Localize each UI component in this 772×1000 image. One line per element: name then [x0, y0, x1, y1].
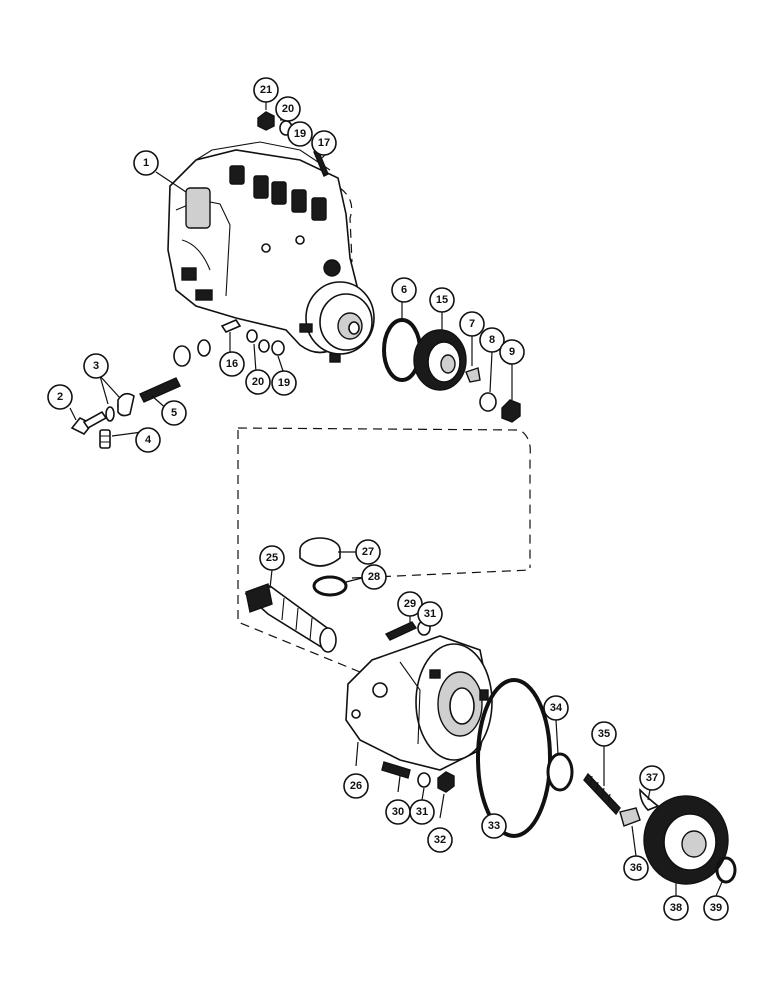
callout-4: 4 [135, 427, 161, 453]
svg-text:28: 28 [368, 571, 380, 583]
nut-32 [437, 771, 455, 793]
fittings-group [70, 339, 211, 449]
callout-5: 5 [161, 400, 187, 426]
callout-16: 16 [219, 351, 245, 377]
svg-text:21: 21 [260, 84, 272, 96]
key-37 [639, 788, 660, 811]
o-ring-6 [382, 318, 422, 382]
callout-31-upper: 31 [417, 601, 443, 627]
svg-text:37: 37 [646, 772, 658, 784]
gear-38 [643, 795, 729, 885]
callout-9: 9 [499, 339, 525, 365]
svg-text:20: 20 [282, 103, 294, 115]
callout-1: 1 [133, 150, 159, 176]
callout-27: 27 [355, 539, 381, 565]
washer-34 [546, 752, 574, 792]
callout-20-upper: 20 [275, 96, 301, 122]
phantom-lines [237, 187, 531, 673]
svg-text:7: 7 [469, 318, 475, 330]
svg-text:38: 38 [670, 902, 682, 914]
svg-text:3: 3 [93, 360, 99, 372]
stud-29 [384, 621, 418, 641]
callout-29: 29 [397, 591, 423, 617]
callout-35: 35 [591, 721, 617, 747]
callout-6: 6 [391, 277, 417, 303]
callout-30: 30 [385, 799, 411, 825]
svg-text:31: 31 [416, 806, 428, 818]
housing-26 [345, 635, 493, 771]
svg-text:34: 34 [550, 702, 563, 714]
stud-30 [381, 761, 411, 779]
key-7 [465, 367, 481, 383]
callout-39: 39 [703, 895, 729, 921]
callout-31-lower: 31 [409, 799, 435, 825]
svg-text:2: 2 [57, 391, 63, 403]
callout-37: 37 [639, 765, 665, 791]
callout-26: 26 [343, 773, 369, 799]
svg-text:35: 35 [598, 728, 610, 740]
svg-text:20: 20 [252, 376, 264, 388]
svg-text:31: 31 [424, 608, 436, 620]
svg-text:27: 27 [362, 546, 374, 558]
callout-19-lower: 19 [271, 370, 297, 396]
snap-ring-39 [715, 856, 737, 884]
washer-31b [417, 772, 431, 788]
drive-shaft-25 [244, 583, 337, 653]
svg-text:8: 8 [489, 334, 495, 346]
washer-8 [479, 392, 497, 412]
callout-34: 34 [543, 695, 569, 721]
washer-28 [312, 575, 348, 597]
callout-32: 32 [427, 827, 453, 853]
callout-15: 15 [429, 287, 455, 313]
callout-28: 28 [361, 564, 387, 590]
callout-19-upper: 19 [287, 121, 313, 147]
callout-36: 36 [623, 855, 649, 881]
callout-2: 2 [47, 384, 73, 410]
callout-17: 17 [311, 130, 337, 156]
svg-text:1: 1 [143, 157, 149, 169]
svg-text:36: 36 [630, 862, 642, 874]
svg-text:33: 33 [488, 820, 500, 832]
callout-33: 33 [481, 813, 507, 839]
svg-text:25: 25 [266, 552, 278, 564]
svg-text:17: 17 [318, 137, 330, 149]
callout-7: 7 [459, 311, 485, 337]
callout-8: 8 [479, 327, 505, 353]
svg-text:5: 5 [171, 407, 177, 419]
callout-25: 25 [259, 545, 285, 571]
leader-lines [69, 100, 723, 897]
svg-text:19: 19 [294, 128, 306, 140]
nut-9 [501, 399, 521, 423]
callout-20-lower: 20 [245, 369, 271, 395]
svg-text:19: 19 [278, 377, 290, 389]
svg-text:26: 26 [350, 780, 362, 792]
spring-35 [583, 772, 621, 816]
gear-15 [413, 329, 467, 391]
svg-text:15: 15 [436, 294, 448, 306]
svg-text:9: 9 [509, 346, 515, 358]
o-ring-33 [476, 678, 552, 838]
svg-text:29: 29 [404, 598, 416, 610]
svg-text:39: 39 [710, 902, 722, 914]
plug-27 [299, 537, 341, 567]
callout-38: 38 [663, 895, 689, 921]
svg-text:32: 32 [434, 834, 446, 846]
svg-text:4: 4 [145, 434, 152, 446]
callout-3: 3 [83, 353, 109, 379]
svg-text:6: 6 [401, 284, 407, 296]
svg-text:30: 30 [392, 806, 404, 818]
callout-21: 21 [253, 77, 279, 103]
svg-text:16: 16 [226, 358, 238, 370]
injection-pump-body [167, 141, 375, 363]
pin-36 [619, 807, 641, 827]
